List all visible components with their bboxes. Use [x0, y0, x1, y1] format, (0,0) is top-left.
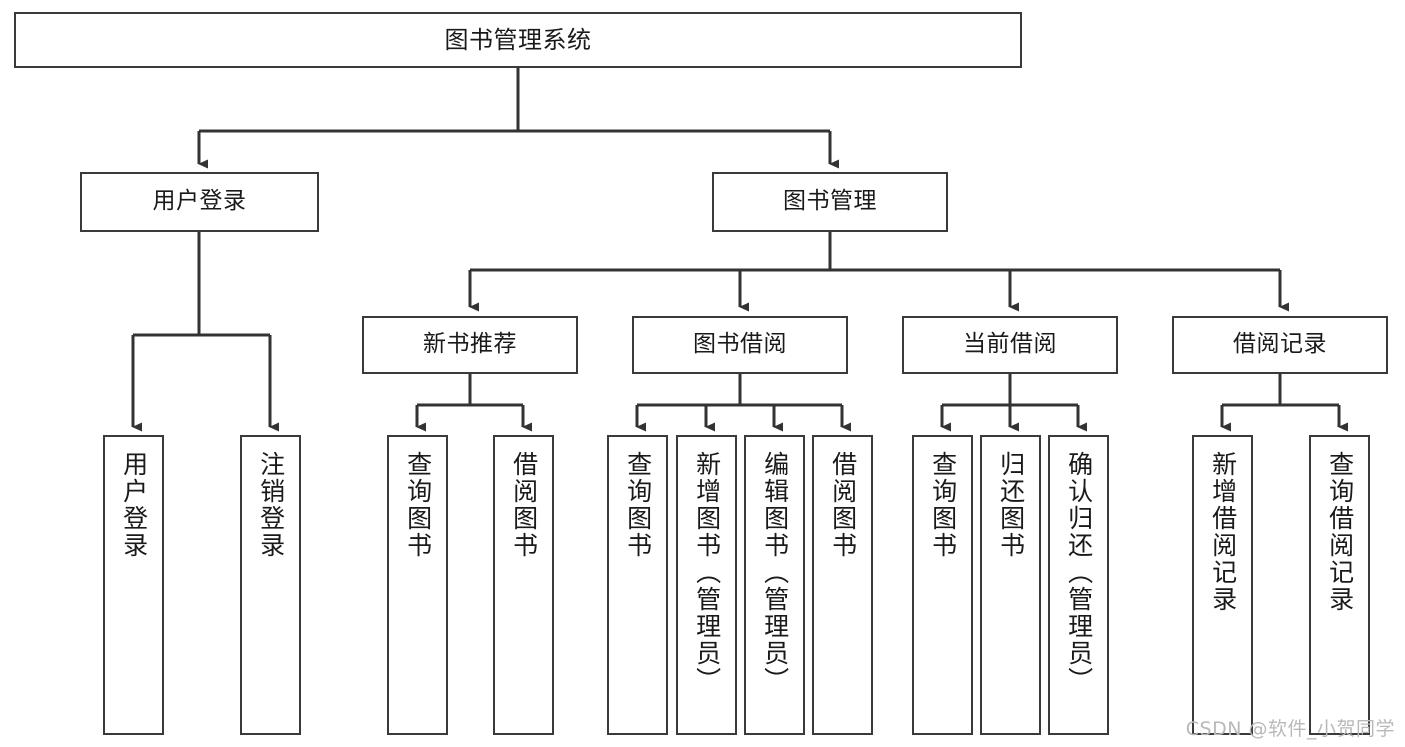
node-leaf-query-book-2[interactable]: 查询图书 [607, 435, 668, 735]
node-label: 借阅记录 [1233, 331, 1327, 358]
node-label: 新增图书（管理员） [692, 451, 722, 694]
node-leaf-borrow-book-2[interactable]: 借阅图书 [812, 435, 873, 735]
node-label: 查询借阅记录 [1325, 451, 1355, 613]
node-label: 查询图书 [928, 451, 958, 559]
node-new-book-recommend[interactable]: 新书推荐 [362, 316, 578, 374]
node-label: 注销登录 [256, 451, 286, 559]
node-label: 确认归还（管理员） [1064, 451, 1094, 694]
node-user-login[interactable]: 用户登录 [80, 172, 319, 232]
node-label: 图书管理 [783, 188, 877, 215]
node-label: 查询图书 [403, 451, 433, 559]
node-borrow-record[interactable]: 借阅记录 [1172, 316, 1388, 374]
node-leaf-return-book[interactable]: 归还图书 [980, 435, 1041, 735]
node-label: 图书借阅 [693, 331, 787, 358]
node-book-borrow[interactable]: 图书借阅 [632, 316, 848, 374]
node-leaf-logout-login[interactable]: 注销登录 [240, 435, 301, 735]
node-label: 新增借阅记录 [1208, 451, 1238, 613]
csdn-watermark: CSDN @软件_小贺同学 [1185, 718, 1395, 740]
node-label: 编辑图书（管理员） [760, 451, 790, 694]
node-label: 借阅图书 [828, 451, 858, 559]
node-leaf-add-book[interactable]: 新增图书（管理员） [676, 435, 737, 735]
node-label: 归还图书 [996, 451, 1026, 559]
node-label: 借阅图书 [509, 451, 539, 559]
node-leaf-edit-book[interactable]: 编辑图书（管理员） [744, 435, 805, 735]
node-label: 用户登录 [152, 188, 247, 215]
node-label: 当前借阅 [963, 331, 1057, 358]
node-system-title[interactable]: 图书管理系统 [14, 12, 1022, 68]
node-leaf-add-record[interactable]: 新增借阅记录 [1192, 435, 1253, 735]
node-label: 查询图书 [623, 451, 653, 559]
node-leaf-query-book-1[interactable]: 查询图书 [387, 435, 448, 735]
node-label: 图书管理系统 [444, 25, 592, 54]
node-leaf-query-book-3[interactable]: 查询图书 [912, 435, 973, 735]
node-label: 新书推荐 [423, 331, 517, 358]
node-leaf-confirm-return[interactable]: 确认归还（管理员） [1048, 435, 1109, 735]
node-current-borrow[interactable]: 当前借阅 [902, 316, 1118, 374]
node-book-management[interactable]: 图书管理 [712, 172, 948, 232]
node-leaf-borrow-book-1[interactable]: 借阅图书 [493, 435, 554, 735]
node-label: 用户登录 [119, 451, 149, 559]
node-leaf-query-record[interactable]: 查询借阅记录 [1309, 435, 1370, 735]
node-leaf-user-login[interactable]: 用户登录 [103, 435, 164, 735]
